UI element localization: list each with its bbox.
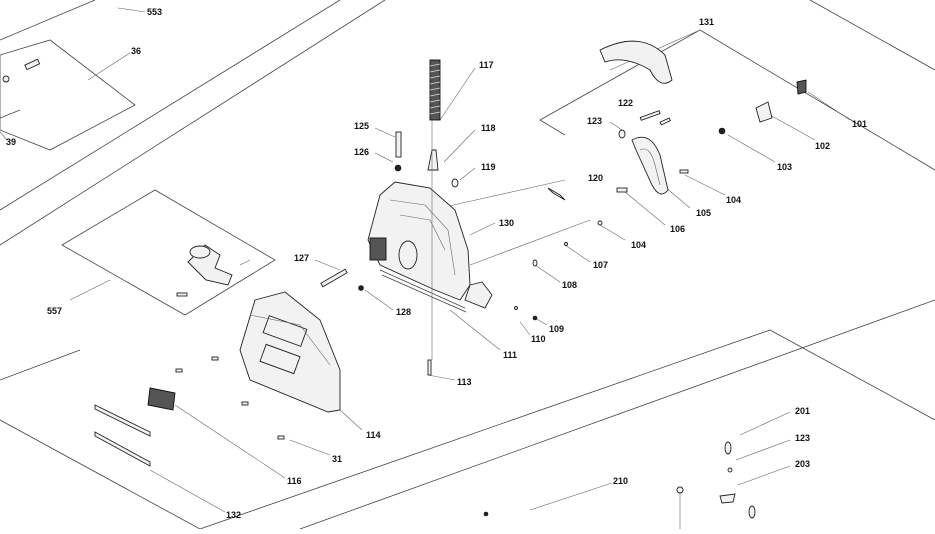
label-132: 132	[226, 510, 241, 520]
label-130: 130	[499, 218, 514, 228]
label-31: 31	[332, 454, 342, 464]
callout-labels: 553 36 39 557 127 125 126 117 118 119 13…	[6, 7, 867, 520]
parts-127-128-113	[320, 120, 433, 376]
label-36: 36	[131, 46, 141, 56]
label-105: 105	[696, 208, 711, 218]
label-106: 106	[670, 224, 685, 234]
parts-201-203	[483, 441, 756, 529]
label-120: 120	[588, 173, 603, 183]
label-203: 203	[795, 459, 810, 469]
part-117-spring	[429, 59, 441, 121]
label-102: 102	[815, 141, 830, 151]
label-123-bottom: 123	[795, 433, 810, 443]
parts-36-group	[2, 58, 41, 83]
label-104-mid: 104	[631, 240, 646, 250]
label-109: 109	[549, 324, 564, 334]
label-101: 101	[852, 119, 867, 129]
label-128: 128	[396, 307, 411, 317]
parts-109-110	[514, 306, 538, 321]
parts-122-123	[618, 110, 671, 139]
part-132-strips	[94, 404, 151, 467]
label-104-top: 104	[726, 195, 741, 205]
label-108: 108	[562, 280, 577, 290]
panel-top-right	[539, 29, 935, 171]
label-557: 557	[47, 306, 62, 316]
parts-104-108	[532, 169, 689, 267]
part-557-adapter	[176, 244, 251, 297]
label-125: 125	[354, 121, 369, 131]
label-39: 39	[6, 137, 16, 147]
label-122: 122	[618, 98, 633, 108]
part-114-guard	[239, 291, 341, 413]
part-116-plate	[147, 387, 176, 411]
label-119: 119	[481, 162, 496, 172]
label-110: 110	[531, 334, 546, 344]
small-fasteners-top	[394, 131, 459, 188]
label-201: 201	[795, 406, 810, 416]
label-103: 103	[777, 162, 792, 172]
label-210: 210	[613, 476, 628, 486]
label-117: 117	[479, 60, 494, 70]
main-housing	[367, 181, 493, 313]
label-131: 131	[699, 17, 714, 27]
label-553: 553	[147, 7, 162, 17]
part-105-bracket	[631, 136, 669, 195]
label-126: 126	[354, 147, 369, 157]
label-111: 111	[503, 350, 517, 360]
label-113: 113	[457, 377, 472, 387]
label-127: 127	[294, 253, 309, 263]
label-118: 118	[481, 123, 496, 133]
part-131-guard	[599, 40, 673, 84]
leader-lines	[0, 7, 851, 513]
label-107: 107	[593, 260, 608, 270]
label-114: 114	[366, 430, 381, 440]
label-123-top: 123	[587, 116, 602, 126]
label-116: 116	[287, 476, 302, 486]
panel-36	[0, 39, 136, 151]
parts-101-103	[718, 79, 807, 135]
panel-557	[61, 189, 276, 316]
parts-31-screws	[175, 356, 285, 440]
